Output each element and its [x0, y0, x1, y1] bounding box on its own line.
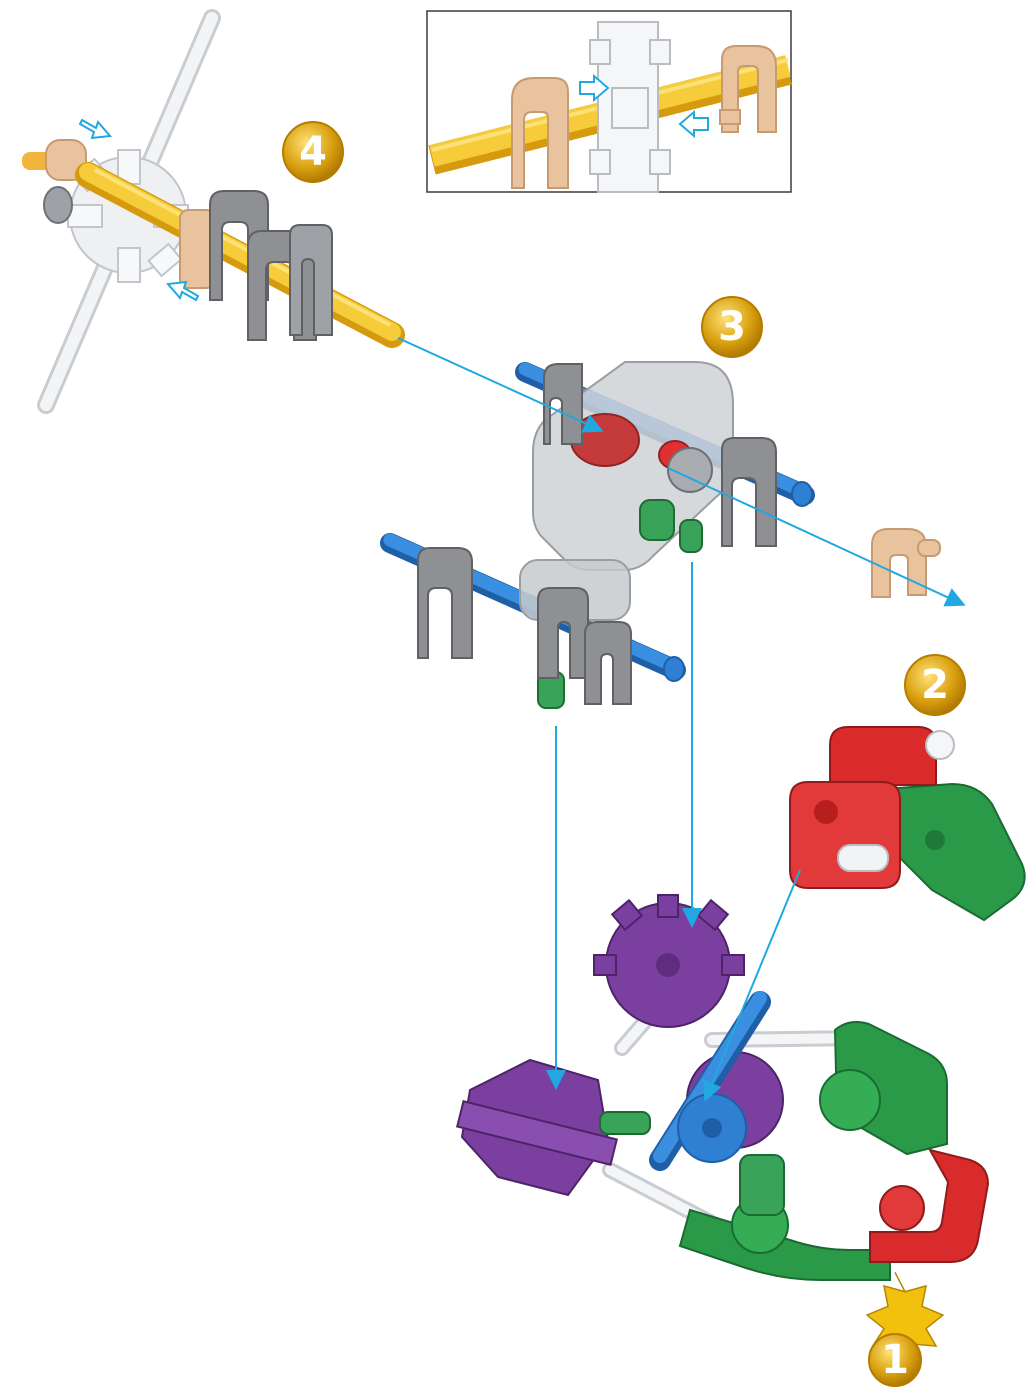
inset-white-gear [590, 22, 670, 192]
step-number-2: 2 [905, 659, 965, 711]
purple-gear-top [594, 895, 744, 1027]
step-number-4: 4 [283, 126, 343, 178]
step3-hub-assembly [390, 362, 812, 708]
inset-detail [427, 11, 791, 192]
step-number-2-text: 2 [905, 659, 965, 711]
gray-connector-2 [248, 225, 332, 340]
step2-subassembly [790, 727, 1025, 920]
tan-clip-hub [180, 210, 214, 288]
tan-clip-floating [872, 529, 940, 597]
step1-base-frame [457, 895, 988, 1280]
step-number-1: 1 [865, 1334, 925, 1386]
step-number-3-text: 3 [702, 301, 762, 353]
purple-gear-left [457, 1060, 617, 1195]
step-number-1-text: 1 [865, 1334, 925, 1386]
gray-cap [44, 187, 72, 223]
step-number-4-text: 4 [283, 126, 343, 178]
step-number-3: 3 [702, 301, 762, 353]
step4-axle-assembly [22, 18, 392, 405]
red-corner [870, 1150, 988, 1262]
